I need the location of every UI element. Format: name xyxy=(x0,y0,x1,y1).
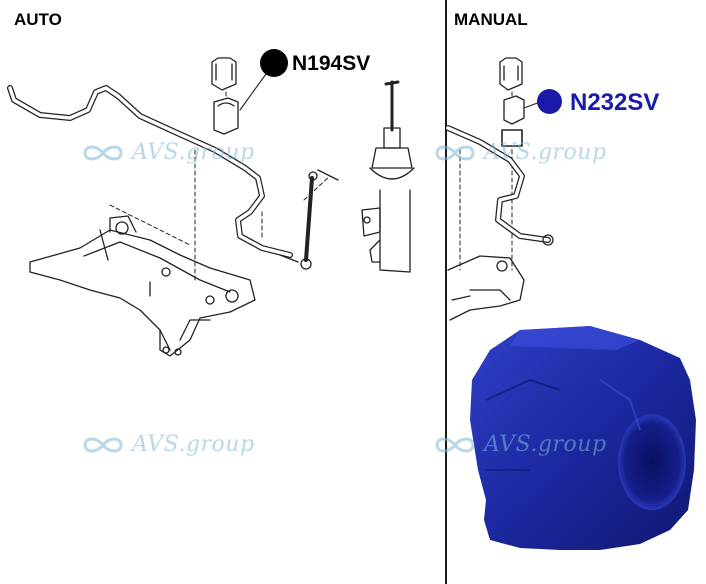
bracket-manual xyxy=(499,57,541,147)
infinity-icon xyxy=(83,145,123,160)
watermark-top-right: AVS.group xyxy=(432,140,607,165)
watermark-text: AVS.group xyxy=(484,140,607,165)
watermark-bottom-left: AVS.group xyxy=(80,432,255,457)
stabilizer-bar-auto xyxy=(7,85,293,258)
stabilizer-bar-manual xyxy=(445,125,554,246)
stabilizer-link-auto xyxy=(279,169,339,270)
watermark-text: AVS.group xyxy=(132,432,255,457)
watermark-bottom-right: AVS.group xyxy=(432,432,607,457)
watermark-text: AVS.group xyxy=(484,432,607,457)
subframe-auto xyxy=(29,215,256,357)
watermark-top-left: AVS.group xyxy=(80,140,255,165)
manual-part-number: N232SV xyxy=(570,89,660,116)
strut-auto xyxy=(361,80,415,273)
watermark-text: AVS.group xyxy=(132,140,255,165)
bracket-auto xyxy=(211,57,239,135)
infinity-icon xyxy=(435,145,475,160)
infinity-icon xyxy=(435,437,475,452)
subframe-manual xyxy=(447,255,525,321)
auto-part-dot xyxy=(260,49,288,77)
manual-part-dot xyxy=(537,89,562,114)
infinity-icon xyxy=(83,437,123,452)
manual-panel-label: MANUAL xyxy=(454,10,528,29)
auto-panel-label: AUTO xyxy=(14,10,62,29)
panel-divider xyxy=(445,0,447,584)
auto-part-number: N194SV xyxy=(292,52,371,75)
